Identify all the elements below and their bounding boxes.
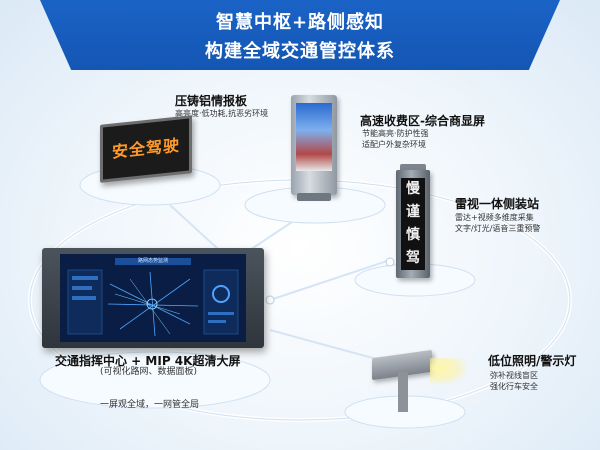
highway-screen-desc1: 节能高亮·防护性强 [362,129,429,138]
highway-screen-title: 高速收费区-综合商显屏 [360,114,485,128]
radar-station-char: 慎 [406,227,420,243]
highway-screen-base [297,193,331,201]
radar-station-char: 谨 [406,204,420,220]
header-title-line1: 智慧中枢+路侧感知 [215,12,385,33]
command-center-display: 路网态势监测 [60,254,246,342]
warning-light-glow [430,358,466,384]
radar-station-char: 慢 [406,181,420,197]
radar-station-display: 慢 谨 慎 驾 [401,178,425,270]
led-board-panel: 安全驾驶 [100,115,192,183]
led-board-title: 压铸铝情报板 [175,94,248,108]
header-banner: 智慧中枢+路侧感知 构建全域交通管控体系 [40,0,560,70]
header-title-line2: 构建全域交通管控体系 [205,41,395,62]
highway-screen-display [296,103,332,171]
highway-screen-desc2: 适配户外复杂环境 [362,140,426,149]
highway-screen-device [291,95,337,195]
radar-station-desc1: 雷达+视频多维度采集 [455,213,534,222]
warning-light-pole [398,372,408,412]
radar-station-char: 驾 [406,250,420,266]
led-board-desc: 高亮度·低功耗,抗恶劣环境 [175,109,269,118]
warning-light-title: 低位照明/警示灯 [488,354,577,368]
warning-light-desc1: 弥补视线盲区 [490,371,538,380]
radar-station-title: 雷视一体侧装站 [455,197,540,211]
command-center-title: 交通指挥中心 + MIP 4K超清大屏 [55,354,241,368]
city-map-graphic [67,269,239,337]
command-center-screen-header: 路网态势监测 [115,258,191,265]
warning-light-desc2: 强化行车安全 [490,382,538,391]
command-center-caption: 一屏观全域，一网管全局 [100,400,200,410]
command-center-screen: 路网态势监测 [42,248,264,348]
radar-station-desc2: 文字/灯光/语音三重预警 [455,224,541,233]
radar-station-device: 慢 谨 慎 驾 [396,170,430,278]
command-center-subtitle: (可视化路网、数据面板) [100,367,198,377]
led-board-display-text: 安全驾驶 [111,135,180,162]
